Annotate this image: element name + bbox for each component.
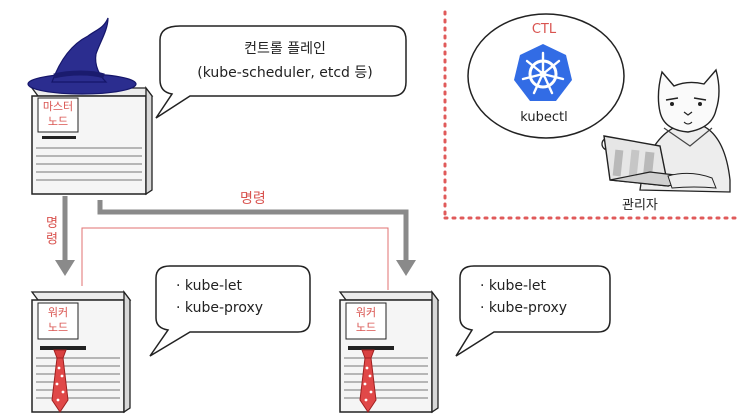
necktie-icon [51,349,69,413]
kubectl-label: kubectl [520,110,568,125]
worker-node-label-1-line2: 노드 [47,321,69,334]
list-item: · kube-let [480,275,567,297]
bullet: · [480,278,485,294]
list-item-text: kube-let [488,278,546,294]
list-item: · kube-proxy [480,297,567,319]
wizard-hat-icon [27,17,137,95]
master-node-label: 마스터 노드 [38,99,78,129]
bullet: · [176,278,181,294]
command-label-vertical-1: 명 [46,216,58,231]
admin-area-border [443,10,742,220]
worker-node-label-2-line1: 워커 [355,306,377,319]
worker-node-label-2-line2: 노드 [355,321,377,334]
kubernetes-logo-icon [514,44,572,101]
bullet: · [480,300,485,316]
master-bubble-line2: (kube-scheduler, etcd 등) [197,65,373,81]
command-arrows [55,196,416,290]
list-item: · kube-let [176,275,263,297]
admin-label: 관리자 [622,198,658,213]
worker-node-label-2: 워커 노드 [346,305,386,335]
command-label-vertical-2: 령 [46,232,58,247]
worker-bubble-2 [455,265,611,357]
master-server [30,86,154,196]
ctl-title: CTL [531,22,557,37]
master-bubble [155,25,407,119]
master-node-label-line1: 마스터 [42,100,74,113]
worker-bubble-2-list: · kube-let · kube-proxy [480,275,567,319]
admin-cat-illustration [603,68,731,193]
bullet: · [176,300,181,316]
list-item-text: kube-let [184,278,242,294]
worker-node-label-1-line1: 워커 [47,306,69,319]
worker-bubble-1 [149,265,311,357]
list-item-text: kube-proxy [184,300,264,316]
worker-node-label-1: 워커 노드 [38,305,78,335]
necktie-icon [359,349,377,413]
worker-server-1 [30,290,132,414]
worker-server-2 [338,290,440,414]
master-bubble-text: 컨트롤 플레인 (kube-scheduler, etcd 등) [170,37,400,85]
list-item-text: kube-proxy [488,300,568,316]
list-item: · kube-proxy [176,297,263,319]
master-node-label-line2: 노드 [47,115,69,128]
command-label-horizontal: 명령 [240,191,266,207]
command-label-vertical: 명 령 [45,216,59,248]
worker-bubble-1-list: · kube-let · kube-proxy [176,275,263,319]
master-bubble-line1: 컨트롤 플레인 [244,41,326,57]
